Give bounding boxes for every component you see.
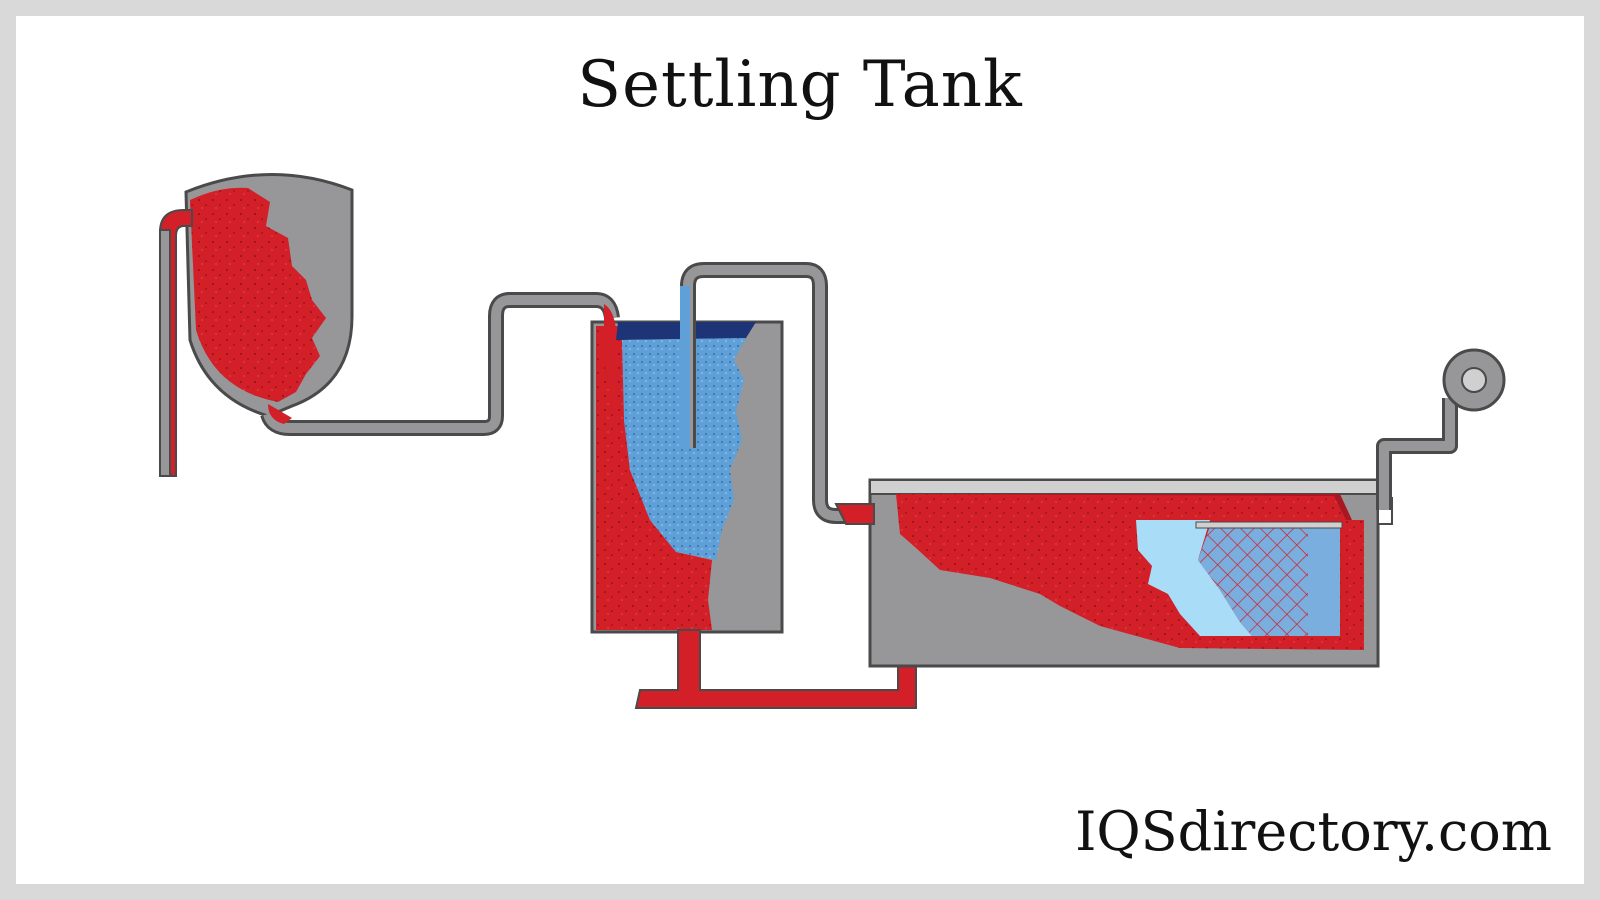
horizontal-tank-lid xyxy=(869,479,1379,495)
settling-tank-inlet-downpipe xyxy=(604,304,616,420)
transfer-pipe-1 xyxy=(260,292,620,436)
feed-hopper xyxy=(159,173,354,477)
hopper-support-leg xyxy=(159,229,171,477)
overflow-intake xyxy=(680,286,690,448)
diagram-frame xyxy=(16,16,1584,884)
watermark-logo: IQSdirectory.com xyxy=(1075,800,1552,863)
clear-water-zone xyxy=(1136,520,1252,636)
horizontal-tank xyxy=(834,478,1393,668)
pump-discharge-pipe xyxy=(1376,398,1458,510)
page-title: Settling Tank xyxy=(577,48,1023,122)
settling-tank xyxy=(590,262,917,709)
pump xyxy=(1376,348,1506,510)
